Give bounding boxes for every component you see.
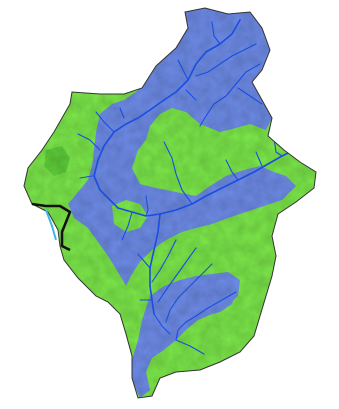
river-tributary bbox=[211, 21, 221, 45]
river-tributary bbox=[177, 59, 189, 81]
river-tributary bbox=[163, 141, 193, 205]
river-tributary bbox=[137, 253, 151, 269]
river-tributary bbox=[95, 111, 115, 133]
river-tributary bbox=[175, 339, 205, 355]
river-tributary bbox=[119, 107, 125, 119]
coastal-water-line bbox=[45, 209, 57, 241]
river-tributary bbox=[121, 211, 133, 241]
river-tributary bbox=[199, 63, 261, 127]
river-tributary bbox=[185, 89, 197, 101]
river-tributary bbox=[165, 263, 213, 323]
river-main-west bbox=[93, 123, 127, 209]
river-tributary bbox=[175, 291, 237, 341]
river-tributary bbox=[77, 133, 101, 151]
river-tributary bbox=[157, 247, 197, 303]
river-tributary bbox=[151, 239, 177, 283]
river-tributary bbox=[273, 137, 283, 157]
river-network bbox=[77, 19, 295, 355]
river-tributary bbox=[195, 43, 257, 77]
coastal-boundary-line bbox=[31, 202, 72, 252]
river-tributary bbox=[255, 151, 263, 167]
river-tributary bbox=[237, 87, 263, 105]
river-tributary bbox=[225, 159, 239, 181]
region-boundary bbox=[23, 7, 317, 399]
river-tributary bbox=[145, 195, 149, 217]
river-tributary bbox=[153, 313, 171, 335]
river-tributary bbox=[79, 175, 93, 179]
